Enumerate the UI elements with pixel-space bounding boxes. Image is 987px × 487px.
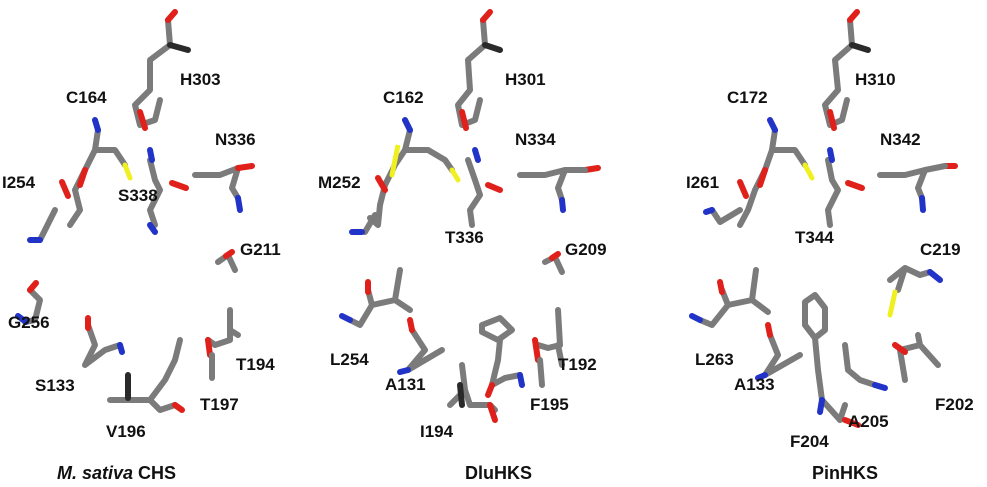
residue-label-s338: S338 (118, 186, 158, 205)
residue-label-c164: C164 (66, 88, 107, 107)
panel2-sticks (339, 9, 601, 423)
residue-label-m252: M252 (318, 173, 361, 192)
residue-label-h310: H310 (855, 70, 896, 89)
residue-i194-stick (447, 362, 498, 423)
residue-c164-stick (27, 117, 133, 243)
caption-enzyme: CHS (133, 463, 177, 483)
residue-h303-stick (132, 9, 191, 131)
residue-l254-stick (339, 267, 413, 328)
residue-label-a205: A205 (848, 412, 889, 431)
panel-caption-pinhks: PinHKS (812, 463, 879, 483)
residue-g211-stick (215, 249, 238, 273)
residue-label-f195: F195 (530, 395, 569, 414)
caption-species: M. sativa (57, 463, 134, 483)
residue-c162-stick (349, 117, 461, 235)
residue-t192-stick (532, 307, 565, 388)
residue-label-l263: L263 (695, 350, 734, 369)
residue-t344-stick (825, 147, 865, 228)
residue-label-h301: H301 (505, 70, 546, 89)
residue-a131-stick (397, 317, 445, 375)
residue-f204-stick (802, 292, 861, 428)
residue-label-c219: C219 (920, 240, 961, 259)
residue-label-t194: T194 (236, 355, 275, 374)
residue-g256-stick (15, 280, 43, 325)
panel1-sticks (15, 9, 255, 413)
residue-label-t192: T192 (558, 355, 597, 374)
residue-f195-stick (479, 315, 525, 398)
residue-c172-stick (703, 117, 815, 228)
residue-a205-stick (842, 342, 888, 391)
residue-label-n336: N336 (215, 130, 256, 149)
residue-label-c172: C172 (727, 88, 768, 107)
residue-label-n334: N334 (515, 130, 556, 149)
residue-g209-stick (542, 251, 565, 275)
residue-label-v196: V196 (106, 422, 146, 441)
residue-label-f204: F204 (790, 432, 829, 451)
residue-label-t344: T344 (795, 228, 834, 247)
residue-n342-stick (877, 163, 958, 213)
residue-label-c162: C162 (383, 88, 424, 107)
panel-caption-msativa-chs: M. sativa CHS (57, 463, 176, 484)
residue-label-g209: G209 (565, 240, 607, 259)
residue-s133-stick (82, 315, 125, 368)
residue-label-g211: G211 (240, 240, 281, 259)
residue-n336-stick (192, 163, 255, 213)
residue-label-f202: F202 (935, 395, 974, 414)
residue-c219-stick (887, 265, 943, 318)
residue-label-i254: I254 (2, 173, 36, 192)
residue-h301-stick (455, 9, 503, 131)
residue-h310-stick (822, 9, 871, 131)
residue-label-a131: A131 (385, 375, 426, 394)
residue-label-g256: G256 (8, 313, 50, 332)
residue-l263-stick (689, 267, 771, 328)
residue-t336-stick (465, 147, 503, 228)
residue-label-h303: H303 (180, 70, 221, 89)
residue-label-i261: I261 (686, 173, 720, 192)
residue-s338-stick (147, 147, 189, 235)
residue-label-s133: S133 (35, 376, 75, 395)
residue-label-n342: N342 (880, 130, 921, 149)
residue-a133-stick (755, 322, 803, 381)
residue-label-i194: I194 (420, 422, 454, 441)
panel3-sticks (689, 9, 958, 428)
panel-caption-dluhks: DluHKS (465, 463, 532, 483)
residue-label-a133: A133 (734, 375, 775, 394)
residue-f202-stick (892, 332, 941, 383)
residue-t194-stick (205, 307, 241, 381)
residue-n334-stick (517, 165, 601, 213)
residue-label-t197: T197 (200, 395, 239, 414)
residue-v196-stick (107, 337, 185, 413)
residue-label-t336: T336 (445, 228, 484, 247)
residue-label-l254: L254 (330, 350, 369, 369)
